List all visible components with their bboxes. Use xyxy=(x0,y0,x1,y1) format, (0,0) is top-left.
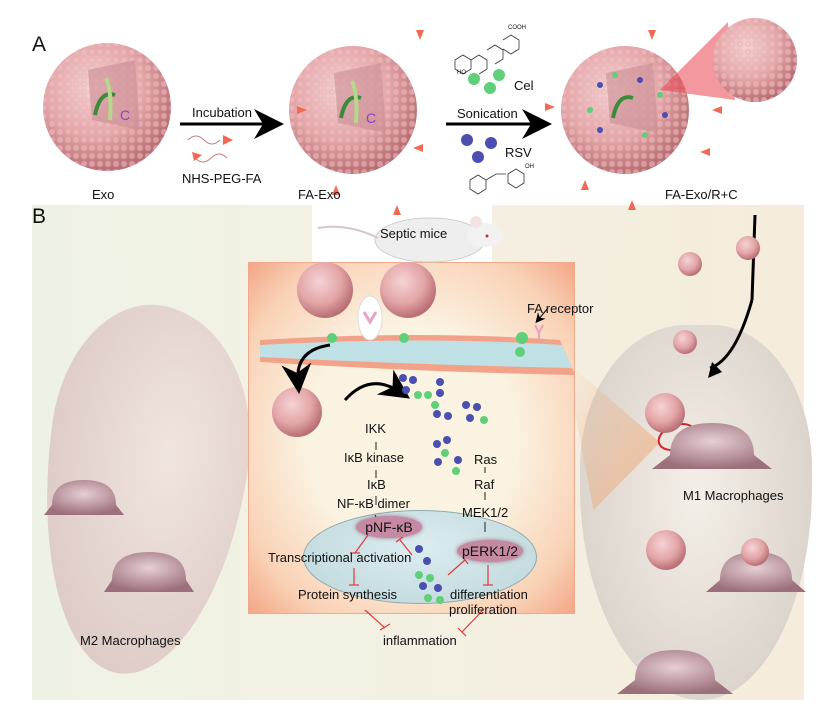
panel-a-label: A xyxy=(32,33,47,56)
perk-badge: pERK1/2 xyxy=(457,540,523,562)
pathway-ikb-kinase: IκB kinase xyxy=(344,450,404,465)
released-drugs xyxy=(399,374,488,604)
cell-membrane xyxy=(260,335,575,375)
label-rsv: RSV xyxy=(505,145,532,160)
label-inflammation: inflammation xyxy=(383,633,457,648)
pathway-raf: Raf xyxy=(474,477,495,492)
fa-receptor-pointer xyxy=(535,307,549,324)
exosome-exo: C xyxy=(43,43,171,171)
endocytosis-arrow xyxy=(281,343,331,394)
exosome-fa-exo-rc xyxy=(561,46,689,174)
pathway-mek: MEK1/2 xyxy=(462,505,509,520)
label-differentiation: differentiation xyxy=(450,587,528,602)
receptor-inset xyxy=(357,295,383,341)
delivery-arrow xyxy=(709,299,754,370)
label-fa-receptor: FA receptor xyxy=(527,301,594,316)
label-sonication: Sonication xyxy=(457,106,518,121)
label-m2-macrophages: M2 Macrophages xyxy=(80,633,181,648)
label-transcriptional-activation: Transcriptional activation xyxy=(268,550,412,565)
macrophage-icon xyxy=(44,423,806,694)
exosome-fa-exo: C xyxy=(289,46,417,174)
chem-cooh: COOH xyxy=(508,25,526,31)
label-incubation: Incubation xyxy=(192,105,252,120)
cel-icon xyxy=(468,69,505,94)
pathway-ras: Ras xyxy=(474,452,498,467)
release-arrow xyxy=(343,369,410,402)
svg-text:C: C xyxy=(366,110,376,126)
pathway-ikb: IκB xyxy=(367,477,386,492)
label-cel: Cel xyxy=(514,78,534,93)
pathway-nfkb-dimer: NF-κB dimer xyxy=(337,496,410,511)
resveratrol-structure-icon xyxy=(469,168,525,195)
zoom-cone xyxy=(660,22,735,100)
label-m1-macrophages: M1 Macrophages xyxy=(683,488,784,503)
label-fa-exo-rc: FA-Exo/R+C xyxy=(665,187,738,202)
rsv-icon xyxy=(461,134,497,163)
m1-organ xyxy=(580,325,812,700)
label-septic-mice: Septic mice xyxy=(380,226,448,241)
exosome-internalized xyxy=(272,387,322,437)
pathway-ikk: IKK xyxy=(365,421,386,436)
chem-ho: HO xyxy=(457,70,466,76)
panel-b-label: B xyxy=(32,205,47,228)
peg-chain-icon xyxy=(187,135,221,145)
label-proliferation: proliferation xyxy=(449,602,517,617)
exosome-approaching xyxy=(380,262,436,318)
label-fa-exo: FA-Exo xyxy=(298,187,341,202)
chem-oh: OH xyxy=(525,164,534,170)
mouse-icon xyxy=(317,216,503,263)
celastrol-structure-icon xyxy=(454,34,520,75)
label-protein-synthesis: Protein synthesis xyxy=(298,587,397,602)
label-exo: Exo xyxy=(92,187,115,202)
label-nhs-peg-fa: NHS-PEG-FA xyxy=(182,171,262,186)
fa-receptor-icon xyxy=(534,324,544,339)
exosomes-m1 xyxy=(645,236,769,570)
pnfkb-badge: pNF-κB xyxy=(356,516,422,538)
exosome-approaching xyxy=(297,262,353,318)
fa-ligands xyxy=(297,30,722,215)
svg-text:C: C xyxy=(120,107,130,123)
